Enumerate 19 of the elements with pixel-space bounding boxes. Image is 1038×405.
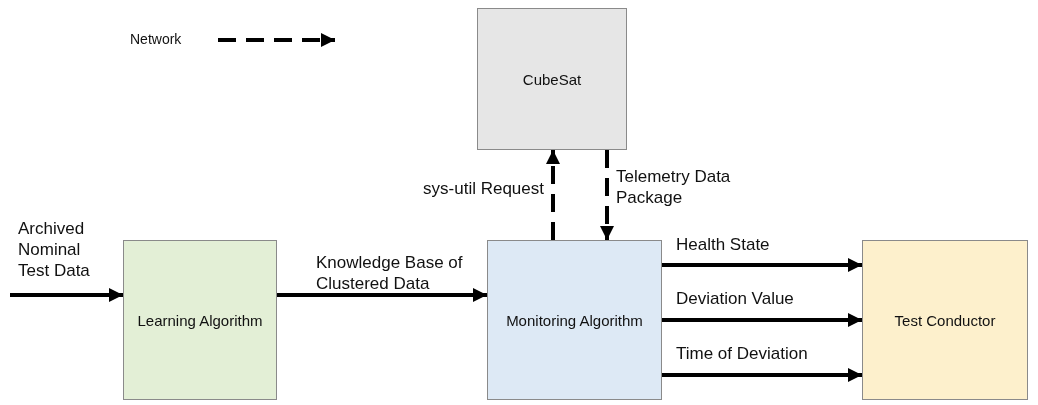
arrow <box>662 258 862 272</box>
edge-label: sys-util Request <box>422 178 544 199</box>
process-box: Learning Algorithm <box>123 240 277 400</box>
edge-label: Telemetry Data Package <box>616 166 732 208</box>
process-box: Monitoring Algorithm <box>487 240 662 400</box>
legend-text: Network <box>130 31 182 47</box>
arrow <box>546 150 560 240</box>
edge-label: Archived Nominal Test Data <box>18 218 91 281</box>
arrow <box>600 150 614 240</box>
process-box: Test Conductor <box>862 240 1028 400</box>
arrow <box>662 368 862 382</box>
arrow <box>277 288 487 302</box>
process-box: CubeSat <box>477 8 627 150</box>
arrow <box>662 313 862 327</box>
edge-label: Deviation Value <box>676 288 795 309</box>
edge-label: Health State <box>676 234 771 255</box>
arrow <box>10 288 123 302</box>
edge-label: Knowledge Base of Clustered Data <box>316 252 464 294</box>
edge-label: Time of Deviation <box>676 343 809 364</box>
